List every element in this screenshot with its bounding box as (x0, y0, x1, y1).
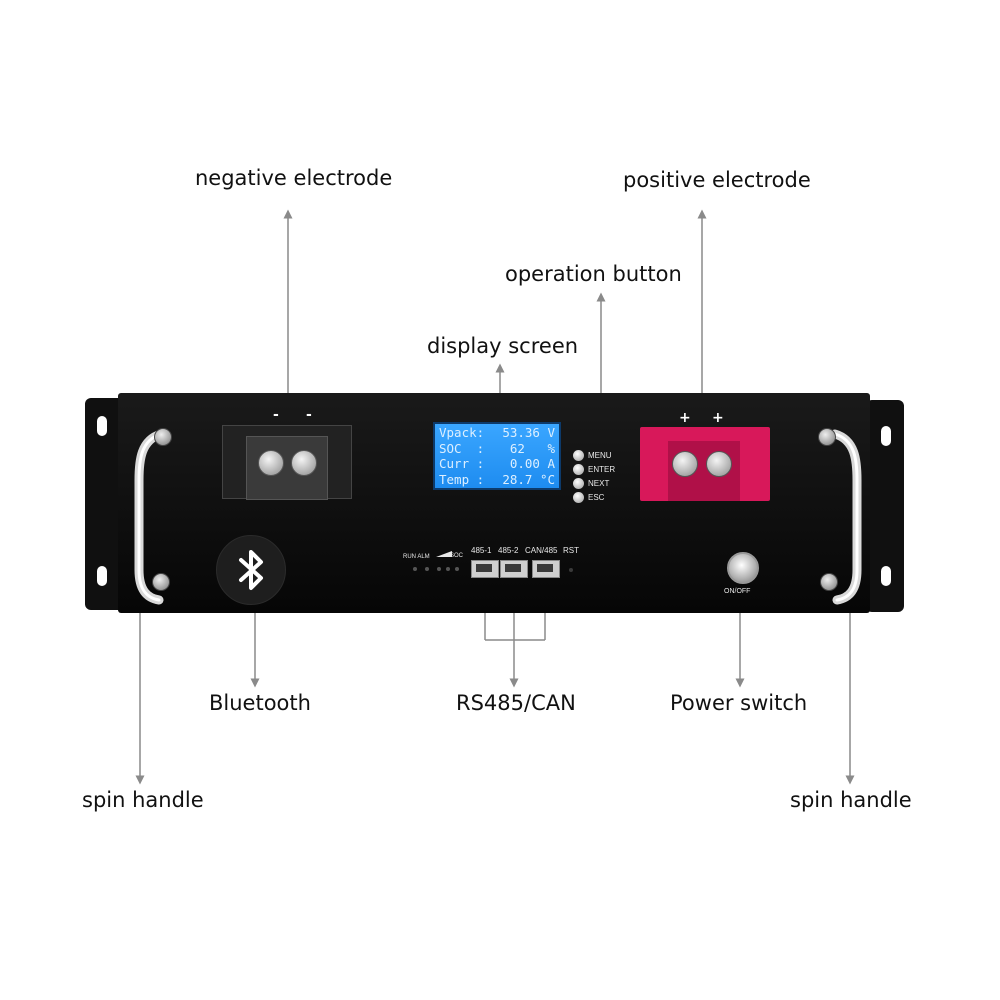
left-handle[interactable] (125, 420, 185, 610)
terminal-screw (672, 451, 698, 477)
soc-bar-icon (436, 551, 452, 557)
label-negative-electrode: negative electrode (195, 166, 393, 190)
lcd-row-name: SOC : (439, 440, 485, 456)
indicator-led (437, 567, 441, 571)
button-label: MENU (588, 451, 612, 460)
lcd-row: Temp : 28.7 °C (439, 472, 555, 488)
port-485-2-label: 485-2 (498, 546, 519, 555)
handle-bolt (154, 428, 172, 446)
lcd-row-value: 0.00 A (509, 456, 555, 471)
port-can-485-label: CAN/485 (525, 546, 558, 555)
indicator-led (425, 567, 429, 571)
label-positive-electrode: positive electrode (623, 168, 811, 192)
next-button[interactable]: NEXT (573, 478, 609, 489)
label-spin-handle-right: spin handle (790, 788, 912, 812)
handle-bolt (820, 573, 838, 591)
power-switch[interactable] (727, 552, 759, 584)
handle-bolt (152, 573, 170, 591)
port-485-1[interactable] (471, 560, 499, 578)
menu-button[interactable]: MENU (573, 450, 612, 461)
terminal-screw (291, 450, 317, 476)
button-label: NEXT (588, 479, 610, 488)
mount-slot (881, 426, 891, 446)
lcd-row-value: 28.7 °C (502, 471, 555, 487)
button-dot (573, 478, 584, 489)
rst-label: RST (563, 546, 579, 555)
soc-label: SOC (450, 553, 464, 559)
label-power-switch: Power switch (670, 691, 808, 715)
lcd-row-name: Temp : (439, 471, 485, 487)
label-rs485-can: RS485/CAN (456, 691, 576, 715)
port-can-485[interactable] (532, 560, 560, 578)
mount-slot (97, 566, 107, 586)
lcd-row: SOC : 62 % (439, 441, 555, 457)
handle-bolt (818, 428, 836, 446)
port-485-2[interactable] (500, 560, 528, 578)
right-mounting-ear (866, 400, 904, 612)
lcd-row-value: 53.36 V (502, 425, 555, 440)
bluetooth-module (216, 535, 286, 605)
button-label: ESC (588, 493, 605, 502)
terminal-screw (258, 450, 284, 476)
positive-sign-1: + (679, 410, 691, 426)
indicator-led (446, 567, 450, 571)
power-switch-label: ON/OFF (724, 588, 751, 595)
port-485-1-label: 485-1 (471, 546, 492, 555)
right-handle[interactable] (815, 420, 875, 610)
button-dot (573, 492, 584, 503)
label-display-screen: display screen (427, 334, 579, 358)
negative-terminal (222, 425, 352, 500)
positive-terminal (640, 427, 770, 501)
lcd-row: Vpack: 53.36 V (439, 425, 555, 441)
indicator-led (455, 567, 459, 571)
button-dot (573, 450, 584, 461)
lcd-row-name: Curr : (439, 456, 485, 471)
button-dot (573, 464, 584, 475)
lcd-row: Curr : 0.00 A (439, 456, 555, 472)
label-spin-handle-left: spin handle (82, 788, 204, 812)
label-operation-button: operation button (505, 262, 682, 286)
enter-button[interactable]: ENTER (573, 464, 615, 475)
negative-sign-2: - (306, 407, 312, 423)
reset-hole[interactable] (569, 568, 573, 572)
esc-button[interactable]: ESC (573, 492, 604, 503)
mount-slot (881, 566, 891, 586)
indicator-led (413, 567, 417, 571)
mount-slot (97, 416, 107, 436)
negative-sign-1: - (273, 407, 279, 423)
label-bluetooth: Bluetooth (209, 691, 311, 715)
lcd-row-name: Vpack: (439, 425, 485, 440)
lcd-row-value: 62 % (509, 440, 555, 456)
run-alm-label: RUN ALM (403, 554, 430, 560)
positive-sign-2: + (712, 410, 724, 426)
button-label: ENTER (588, 465, 616, 474)
terminal-screw (706, 451, 732, 477)
bluetooth-icon (239, 550, 263, 590)
lcd-display: Vpack: 53.36 V SOC : 62 % Curr : 0.00 A Tem… (433, 422, 561, 490)
